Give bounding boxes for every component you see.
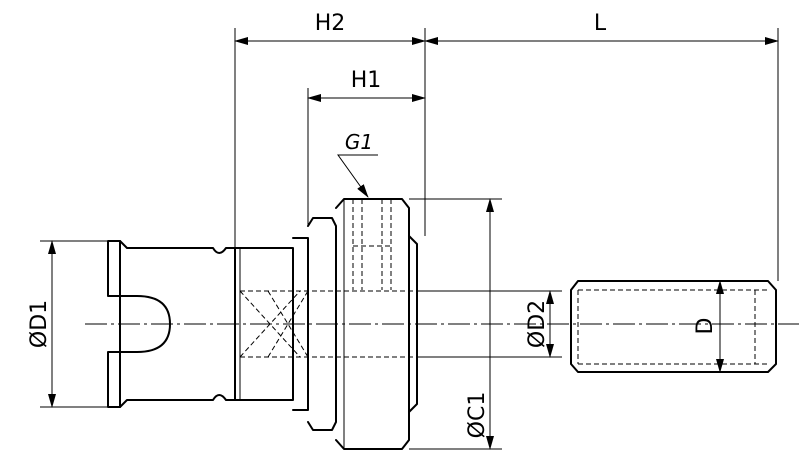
g1-leader xyxy=(337,154,378,198)
label-h2: H2 xyxy=(315,11,346,36)
pin-outline xyxy=(570,280,777,373)
collar-outline xyxy=(292,237,309,411)
dimension-labels: H2 L H1 G1 ØD1 ØC1 ØD2 D xyxy=(27,11,718,438)
label-d1: ØD1 xyxy=(27,300,52,348)
label-d2: ØD2 xyxy=(525,300,550,348)
label-c1: ØC1 xyxy=(465,392,490,439)
label-h1: H1 xyxy=(351,68,382,93)
shank-outline xyxy=(234,247,294,401)
hidden-features xyxy=(239,199,420,358)
label-g1: G1 xyxy=(345,130,373,154)
label-d: D xyxy=(693,318,718,335)
dimension-lines xyxy=(48,37,779,450)
threaded-pin xyxy=(570,280,777,373)
label-l: L xyxy=(594,11,607,36)
